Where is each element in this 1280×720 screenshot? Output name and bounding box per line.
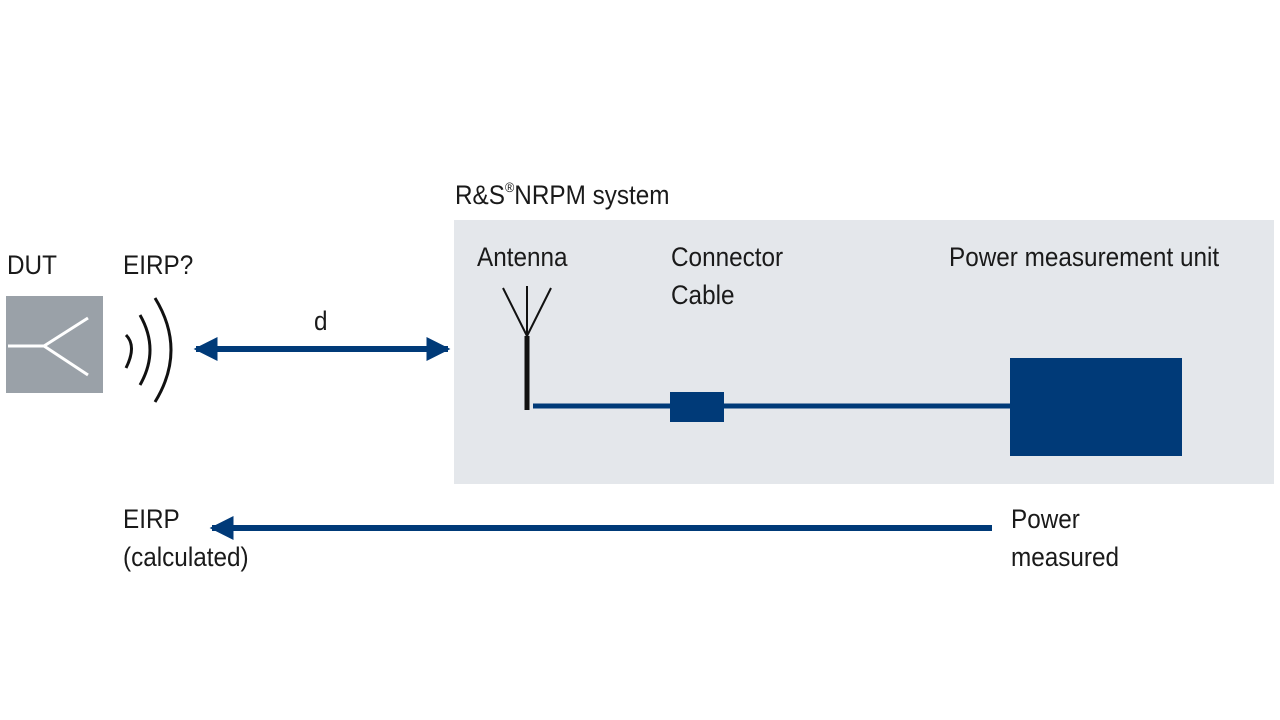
dut-label: DUT bbox=[7, 250, 57, 280]
registered-mark: ® bbox=[504, 179, 515, 195]
eirp-query-label: EIRP? bbox=[123, 250, 194, 280]
power-measured-sublabel: measured bbox=[1011, 542, 1120, 572]
connector-icon bbox=[670, 392, 724, 422]
distance-label: d bbox=[314, 306, 328, 336]
power-measured-label: Power bbox=[1011, 504, 1080, 534]
eirp-calculated-label: EIRP bbox=[123, 504, 180, 534]
radio-waves-icon bbox=[124, 297, 173, 403]
system-title: R&S®NRPM system bbox=[455, 168, 670, 214]
dut-box bbox=[6, 296, 103, 393]
eirp-calculated-sublabel: (calculated) bbox=[123, 542, 249, 572]
power-unit-label: Power measurement unit bbox=[949, 242, 1220, 272]
system-title-suffix: NRPM system bbox=[514, 180, 670, 210]
system-title-prefix: R&S bbox=[455, 180, 505, 210]
power-unit-box bbox=[1010, 358, 1182, 456]
antenna-label: Antenna bbox=[477, 242, 568, 272]
connector-label: Connector bbox=[671, 242, 784, 272]
cable-label: Cable bbox=[671, 280, 735, 310]
antenna-icon bbox=[502, 286, 552, 410]
